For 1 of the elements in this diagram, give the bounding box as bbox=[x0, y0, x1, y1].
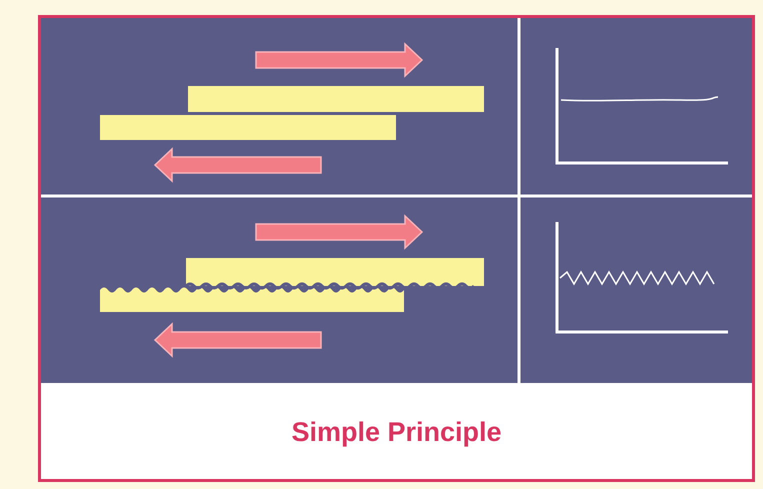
title: Simple Principle bbox=[291, 416, 502, 450]
